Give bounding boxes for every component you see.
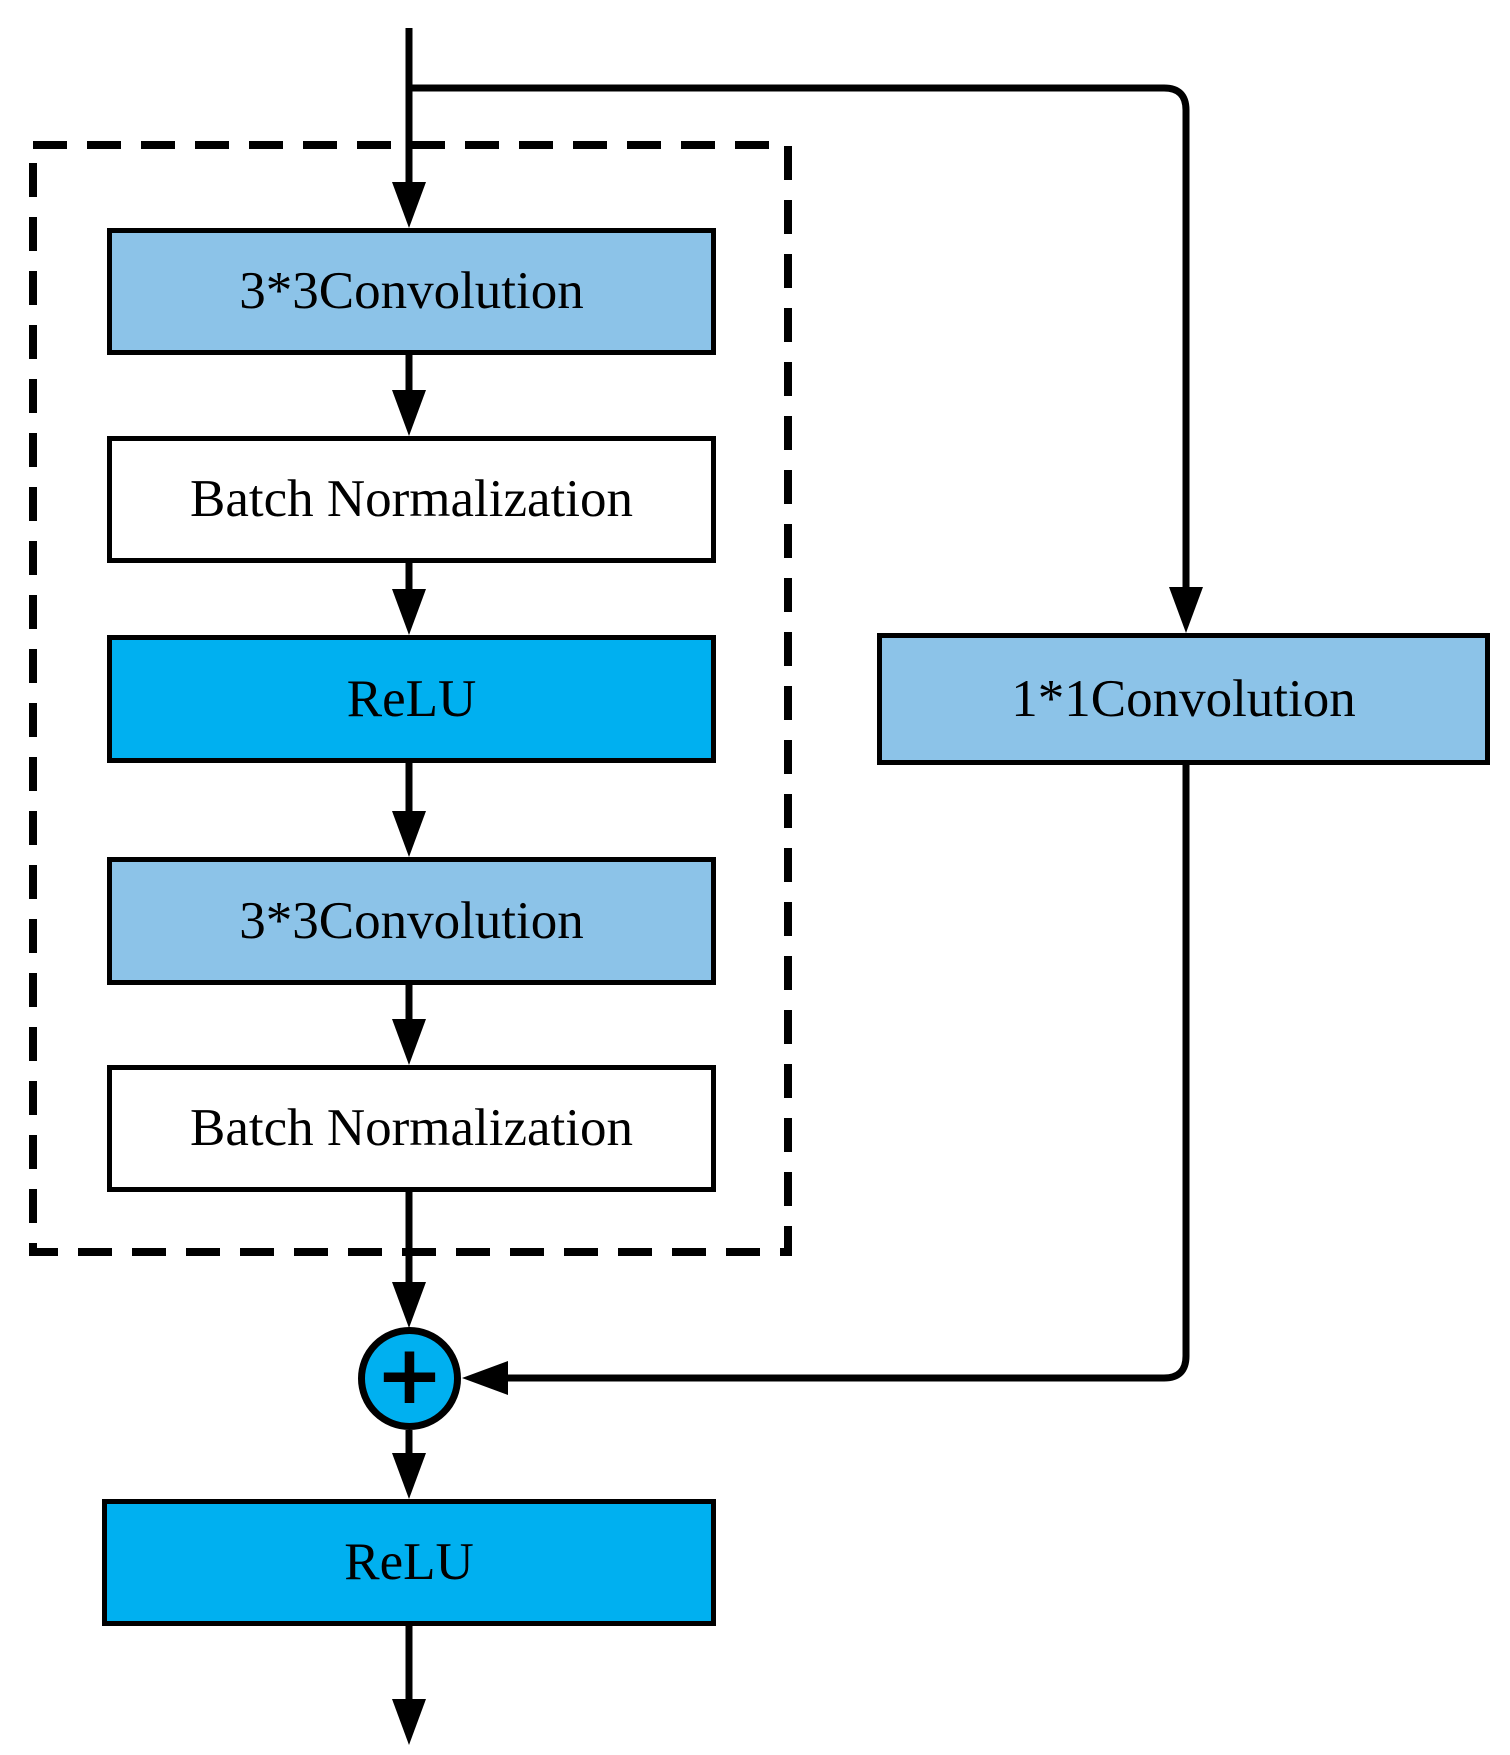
node-conv-1x1: 1*1Convolution bbox=[877, 633, 1490, 765]
edge-relu1-to-conv2 bbox=[392, 763, 426, 857]
arrowhead-left-icon bbox=[462, 1361, 508, 1395]
edge-conv11-to-add bbox=[462, 765, 1190, 1395]
node-conv1: 3*3Convolution bbox=[107, 228, 716, 355]
arrowhead-down-icon bbox=[392, 182, 426, 228]
edge-line-segment bbox=[506, 765, 1190, 1382]
arrowhead-down-icon bbox=[1169, 587, 1203, 633]
edge-bn1-to-relu1 bbox=[392, 563, 426, 635]
node-conv2: 3*3Convolution bbox=[107, 857, 716, 985]
arrowhead-down-icon bbox=[392, 1699, 426, 1745]
edge-conv2-to-bn2 bbox=[392, 985, 426, 1065]
node-relu-1-label: ReLU bbox=[346, 669, 477, 728]
arrowhead-down-icon bbox=[392, 1453, 426, 1499]
node-conv2-label: 3*3Convolution bbox=[239, 891, 584, 950]
node-relu-2-label: ReLU bbox=[344, 1533, 474, 1591]
node-add-junction: + bbox=[358, 1327, 461, 1430]
edge-relu2-to-output bbox=[392, 1626, 426, 1745]
arrowhead-down-icon bbox=[392, 811, 426, 857]
plus-icon: + bbox=[375, 1327, 444, 1423]
edge-conv1-to-bn1 bbox=[392, 355, 426, 436]
edge-bn2-to-add bbox=[392, 1192, 426, 1328]
node-batch-norm-1: Batch Normalization bbox=[107, 436, 716, 563]
node-batch-norm-1-label: Batch Normalization bbox=[190, 470, 633, 528]
node-batch-norm-2: Batch Normalization bbox=[107, 1065, 716, 1192]
node-conv1-label: 3*3Convolution bbox=[239, 262, 584, 320]
arrowhead-down-icon bbox=[392, 1282, 426, 1328]
node-batch-norm-2-label: Batch Normalization bbox=[190, 1099, 633, 1157]
node-relu-2: ReLU bbox=[102, 1499, 716, 1626]
edge-skip-to-conv11 bbox=[409, 84, 1203, 633]
edge-add-to-relu2 bbox=[392, 1430, 426, 1499]
edge-input-to-conv1 bbox=[392, 28, 426, 228]
arrowhead-down-icon bbox=[392, 390, 426, 436]
arrowhead-down-icon bbox=[392, 1019, 426, 1065]
node-conv-1x1-label: 1*1Convolution bbox=[1011, 669, 1356, 728]
edge-skip-line bbox=[409, 84, 1190, 589]
node-relu-1: ReLU bbox=[107, 635, 716, 763]
arrowhead-down-icon bbox=[392, 589, 426, 635]
